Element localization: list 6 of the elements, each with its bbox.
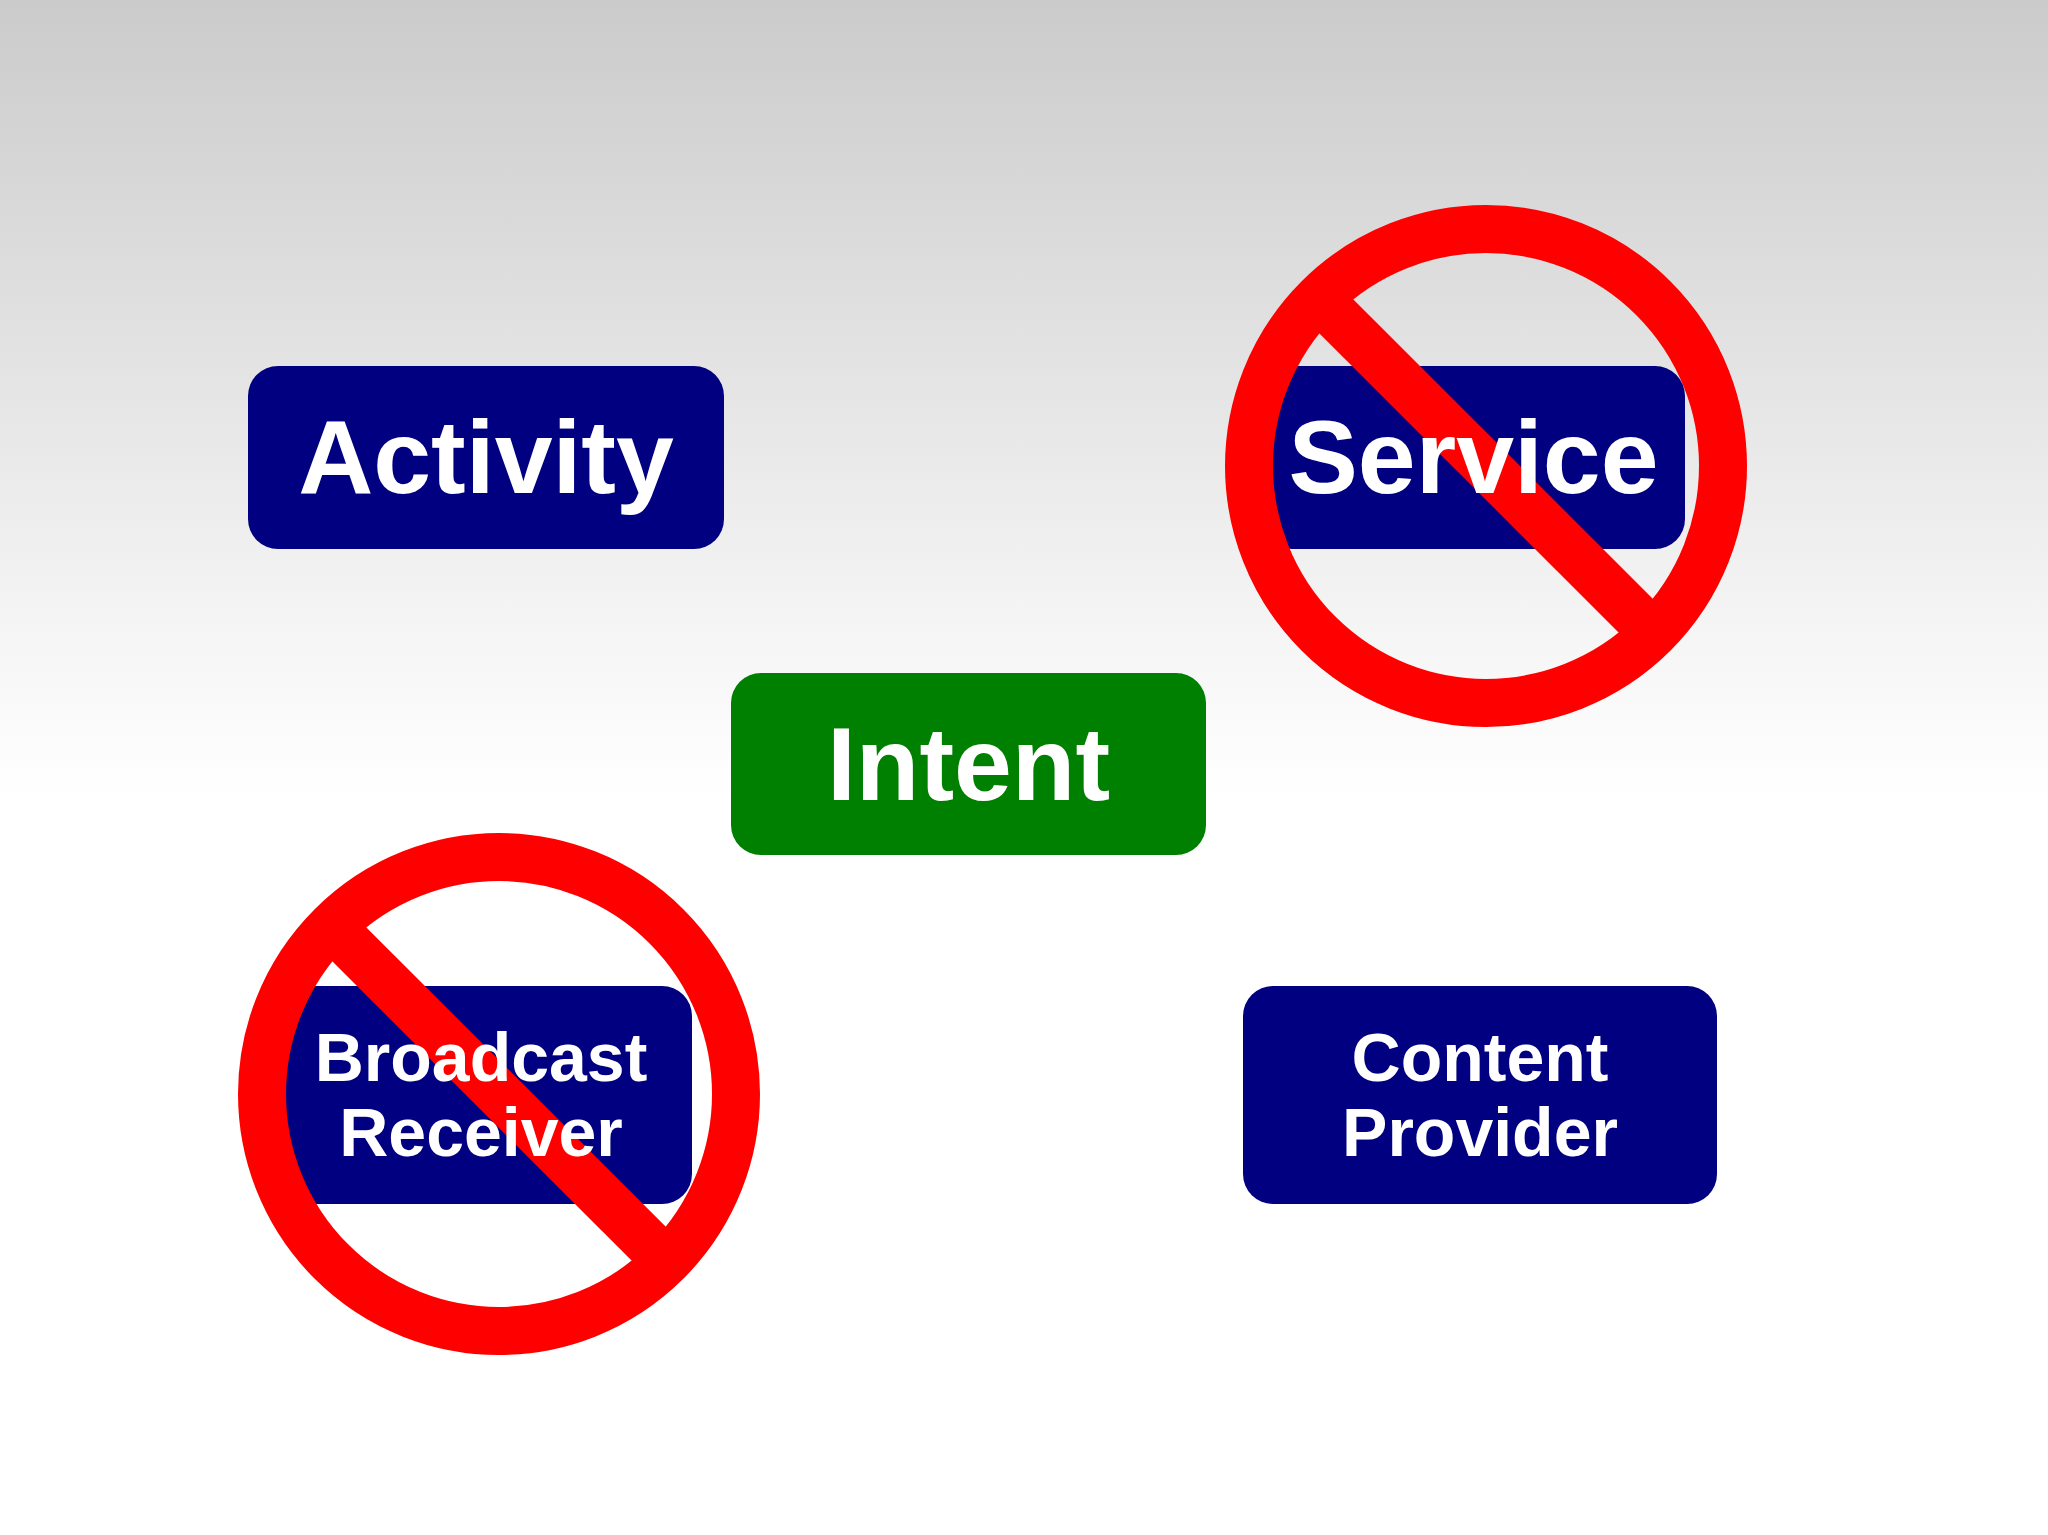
component-name: Content Provider (1341, 1020, 1619, 1170)
component-box (1243, 986, 1717, 1204)
component-box (731, 673, 1206, 855)
component-box (248, 366, 724, 549)
component-name: Activity (298, 400, 674, 515)
component-name: Intent (826, 706, 1111, 822)
